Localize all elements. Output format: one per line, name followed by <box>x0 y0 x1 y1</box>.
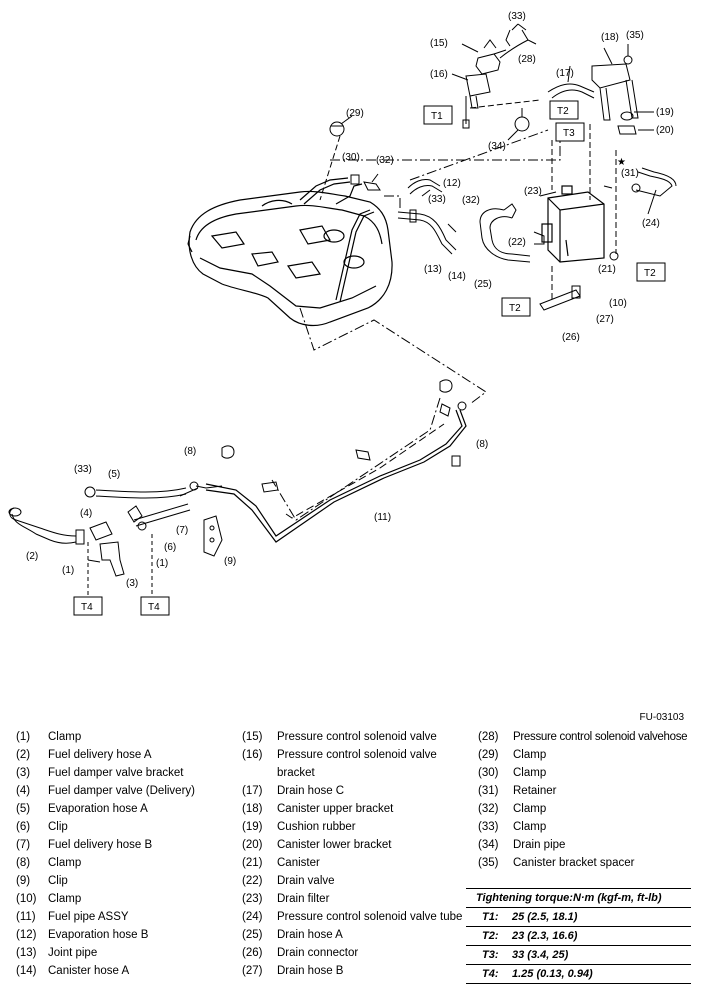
callout-27: (27) <box>596 314 614 325</box>
torque-row: T2:23 (2.3, 16.6) <box>466 927 691 946</box>
callout-33: (33) <box>428 194 446 205</box>
callout-2: (2) <box>26 551 38 562</box>
callout-23: (23) <box>524 186 542 197</box>
torque-tag-t2: T2 <box>509 303 521 314</box>
canister-upper-bracket <box>591 47 639 121</box>
callout-32: (32) <box>376 155 394 166</box>
callout-20: (20) <box>656 125 674 136</box>
callout-18: (18) <box>601 32 619 43</box>
torque-row: T1:25 (2.5, 18.1) <box>466 908 691 927</box>
callout-8: (8) <box>184 446 196 457</box>
callout-15: (15) <box>430 38 448 49</box>
callout-31: (31) <box>621 168 639 179</box>
canister <box>541 185 605 263</box>
callout-5: (5) <box>108 469 120 480</box>
callout-10: (10) <box>609 298 627 309</box>
callout-19: (19) <box>656 107 674 118</box>
callout-28: (28) <box>518 54 536 65</box>
callout-12: (12) <box>443 178 461 189</box>
callout-25: (25) <box>474 279 492 290</box>
callout-29: (29) <box>346 108 364 119</box>
callout-17: (17) <box>556 68 574 79</box>
callout-16: (16) <box>430 69 448 80</box>
exploded-parts-diagram: T1 T2 T3 T2 T2 T4 T4 (33) (15) (28) (16)… <box>8 11 677 616</box>
torque-row: T3:33 (3.4, 25) <box>466 946 691 965</box>
callout-34: (34) <box>488 141 506 152</box>
torque-tag-t4: T4 <box>148 602 160 613</box>
callout-33: (33) <box>508 11 526 22</box>
callout-22: (22) <box>508 237 526 248</box>
torque-tag-t4: T4 <box>81 602 93 613</box>
callout-14: (14) <box>448 271 466 282</box>
callout-4: (4) <box>80 508 92 519</box>
callout-21: (21) <box>598 264 616 275</box>
figure-code: FU-03103 <box>639 712 684 723</box>
torque-tag-t2: T2 <box>557 106 569 117</box>
callout-1: (1) <box>156 558 168 569</box>
callout-32: (32) <box>462 195 480 206</box>
torque-table-heading: Tightening torque:N·m (kgf-m, ft-lb) <box>466 888 691 908</box>
fuel-tank <box>187 177 393 327</box>
callout-35: (35) <box>626 30 644 41</box>
callout-13: (13) <box>424 264 442 275</box>
callout-26: (26) <box>562 332 580 343</box>
callout-9: (9) <box>224 556 236 567</box>
fuel-delivery-hose-a <box>8 507 77 544</box>
callout-8: (8) <box>476 439 488 450</box>
callout-3: (3) <box>126 578 138 589</box>
torque-tag-t2: T2 <box>644 268 656 279</box>
solenoid-valve-bracket <box>451 73 491 109</box>
torque-row: T4:1.25 (0.13, 0.94) <box>466 965 691 984</box>
callout-7: (7) <box>176 525 188 536</box>
tightening-torque-table: Tightening torque:N·m (kgf-m, ft-lb) T1:… <box>466 888 691 984</box>
fuel-pipe-assy <box>205 409 467 543</box>
callout-24: (24) <box>642 218 660 229</box>
callout-11: (11) <box>374 512 391 523</box>
callout-33: (33) <box>74 464 92 475</box>
pressure-control-solenoid-valve <box>461 39 507 75</box>
callout-6: (6) <box>164 542 176 553</box>
torque-tag-t1: T1 <box>431 111 443 122</box>
star-mark: ★ <box>617 157 626 168</box>
callout-1: (1) <box>62 565 74 576</box>
torque-tag-t3: T3 <box>563 128 575 139</box>
callout-30: (30) <box>342 152 360 163</box>
